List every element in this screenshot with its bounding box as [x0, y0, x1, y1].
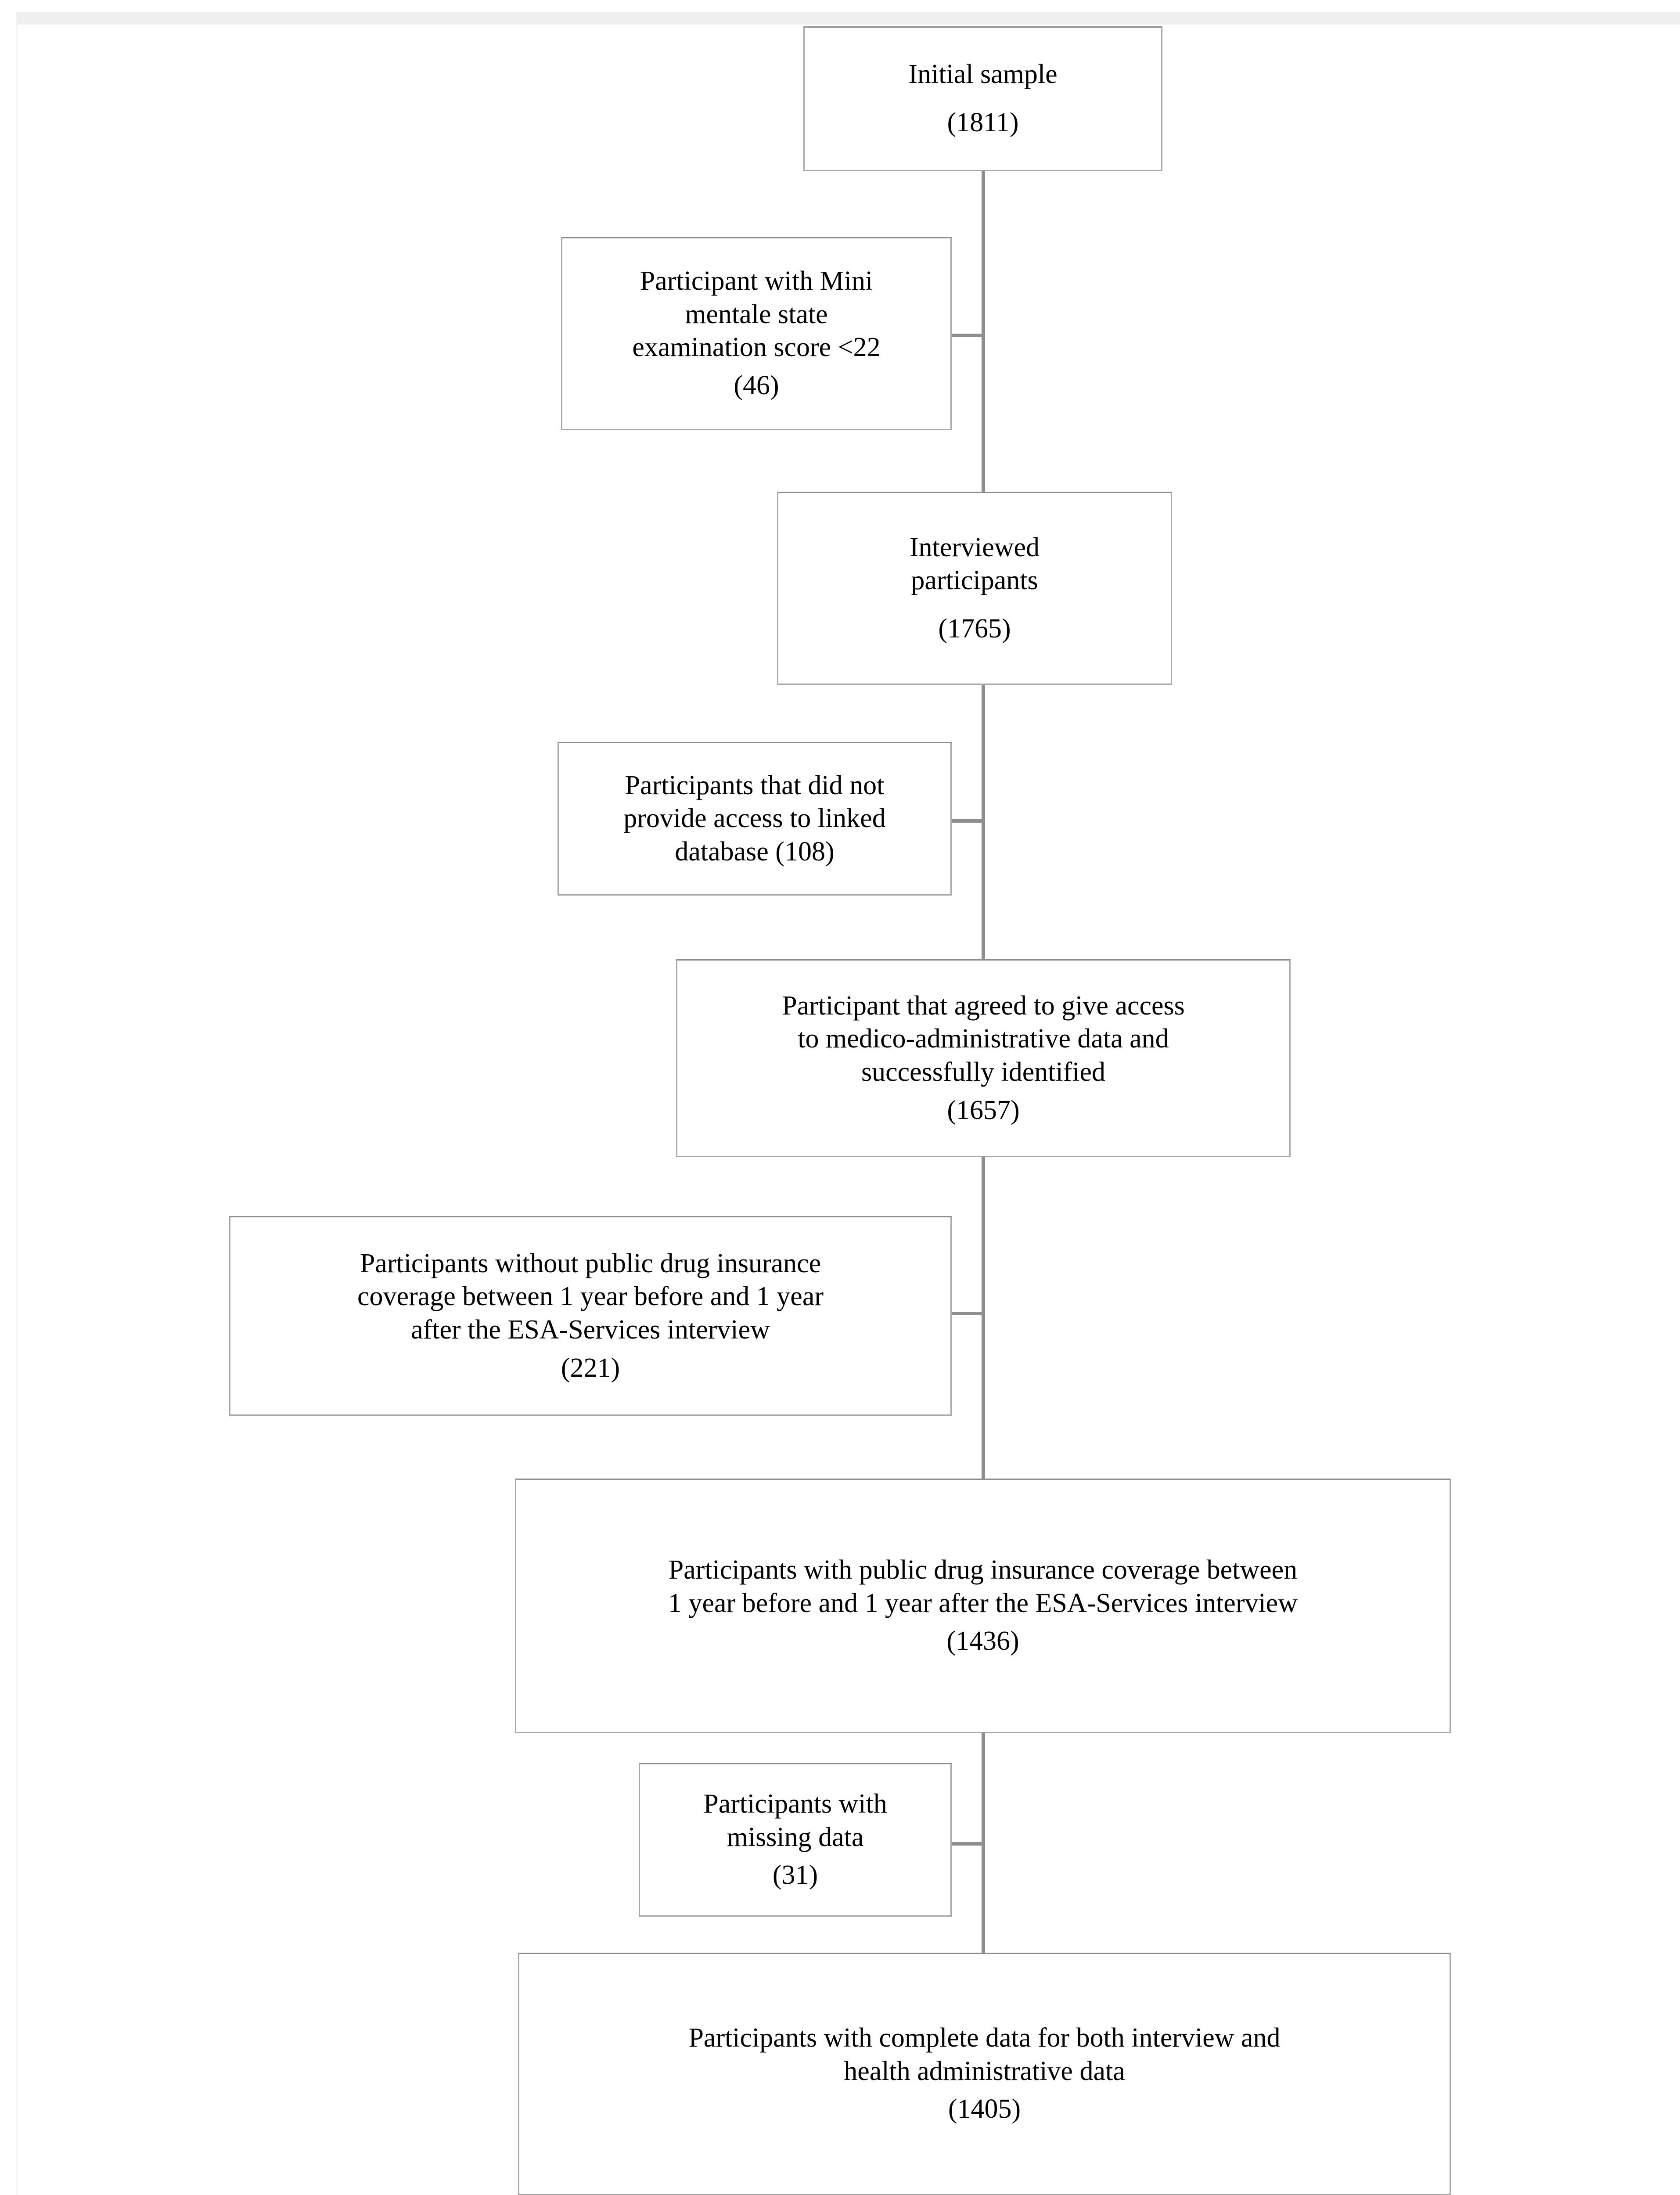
node-count: (1765) [938, 613, 1011, 644]
node-line: Participants without public drug insuran… [360, 1248, 821, 1278]
node-line: after the ESA-Services interview [411, 1314, 770, 1345]
node-interviewed-participants: Interviewed participants (1765) [777, 492, 1172, 685]
node-line: successfully identified [861, 1057, 1106, 1087]
node-initial-sample: Initial sample (1811) [803, 26, 1162, 171]
connector-mmse-branch [951, 334, 983, 337]
node-count: (46) [734, 371, 779, 401]
connector-interviewed-to-agreed [982, 685, 985, 959]
node-line: database (108) [675, 836, 835, 867]
node-line: Participant with Mini [640, 266, 873, 296]
connector-no-linkage-branch [951, 819, 983, 823]
connector-initial-to-interviewed [982, 171, 985, 492]
node-count: (1811) [947, 108, 1019, 138]
node-excluded-mmse: Participant with Mini mentale state exam… [561, 237, 952, 430]
node-line: Initial sample [908, 59, 1058, 90]
node-complete-data: Participants with complete data for both… [518, 1953, 1451, 2195]
node-line: health administrative data [844, 2056, 1125, 2086]
node-line: 1 year before and 1 year after the ESA-S… [668, 1588, 1298, 1618]
node-count: (1436) [946, 1626, 1019, 1656]
page-top-band [16, 12, 1680, 25]
node-line: Participants with public drug insurance … [668, 1554, 1298, 1585]
node-line: missing data [727, 1822, 864, 1852]
node-line: mentale state [685, 299, 828, 329]
node-line: Participants with complete data for both… [688, 2022, 1281, 2053]
node-line: coverage between 1 year before and 1 yea… [357, 1281, 824, 1312]
node-count: (221) [561, 1353, 620, 1383]
node-line: Participant that agreed to give access [782, 990, 1185, 1021]
node-line: to medico-administrative data and [798, 1024, 1169, 1054]
node-with-drug-coverage: Participants with public drug insurance … [515, 1479, 1451, 1733]
connector-missing-data-branch [951, 1842, 983, 1846]
node-line: Interviewed [909, 532, 1040, 562]
node-excluded-no-linkage: Participants that did not provide access… [558, 742, 952, 896]
node-count: (1405) [948, 2094, 1021, 2124]
node-count: (1657) [947, 1095, 1020, 1125]
connector-no-coverage-branch [951, 1312, 983, 1315]
node-count: (31) [772, 1860, 818, 1890]
node-line: provide access to linked [623, 803, 886, 834]
connector-agreed-to-coverage [982, 1157, 985, 1480]
node-agreed-and-identified: Participant that agreed to give access t… [676, 959, 1291, 1157]
node-line: participants [911, 565, 1038, 596]
node-excluded-no-drug-coverage: Participants without public drug insuran… [229, 1216, 952, 1416]
node-line: examination score <22 [632, 332, 881, 363]
node-line: Participants that did not [625, 770, 885, 800]
page-left-rule [16, 25, 18, 2195]
connector-coverage-to-complete [982, 1733, 985, 1953]
node-line: Participants with [703, 1788, 887, 1819]
node-excluded-missing-data: Participants with missing data (31) [639, 1763, 952, 1917]
